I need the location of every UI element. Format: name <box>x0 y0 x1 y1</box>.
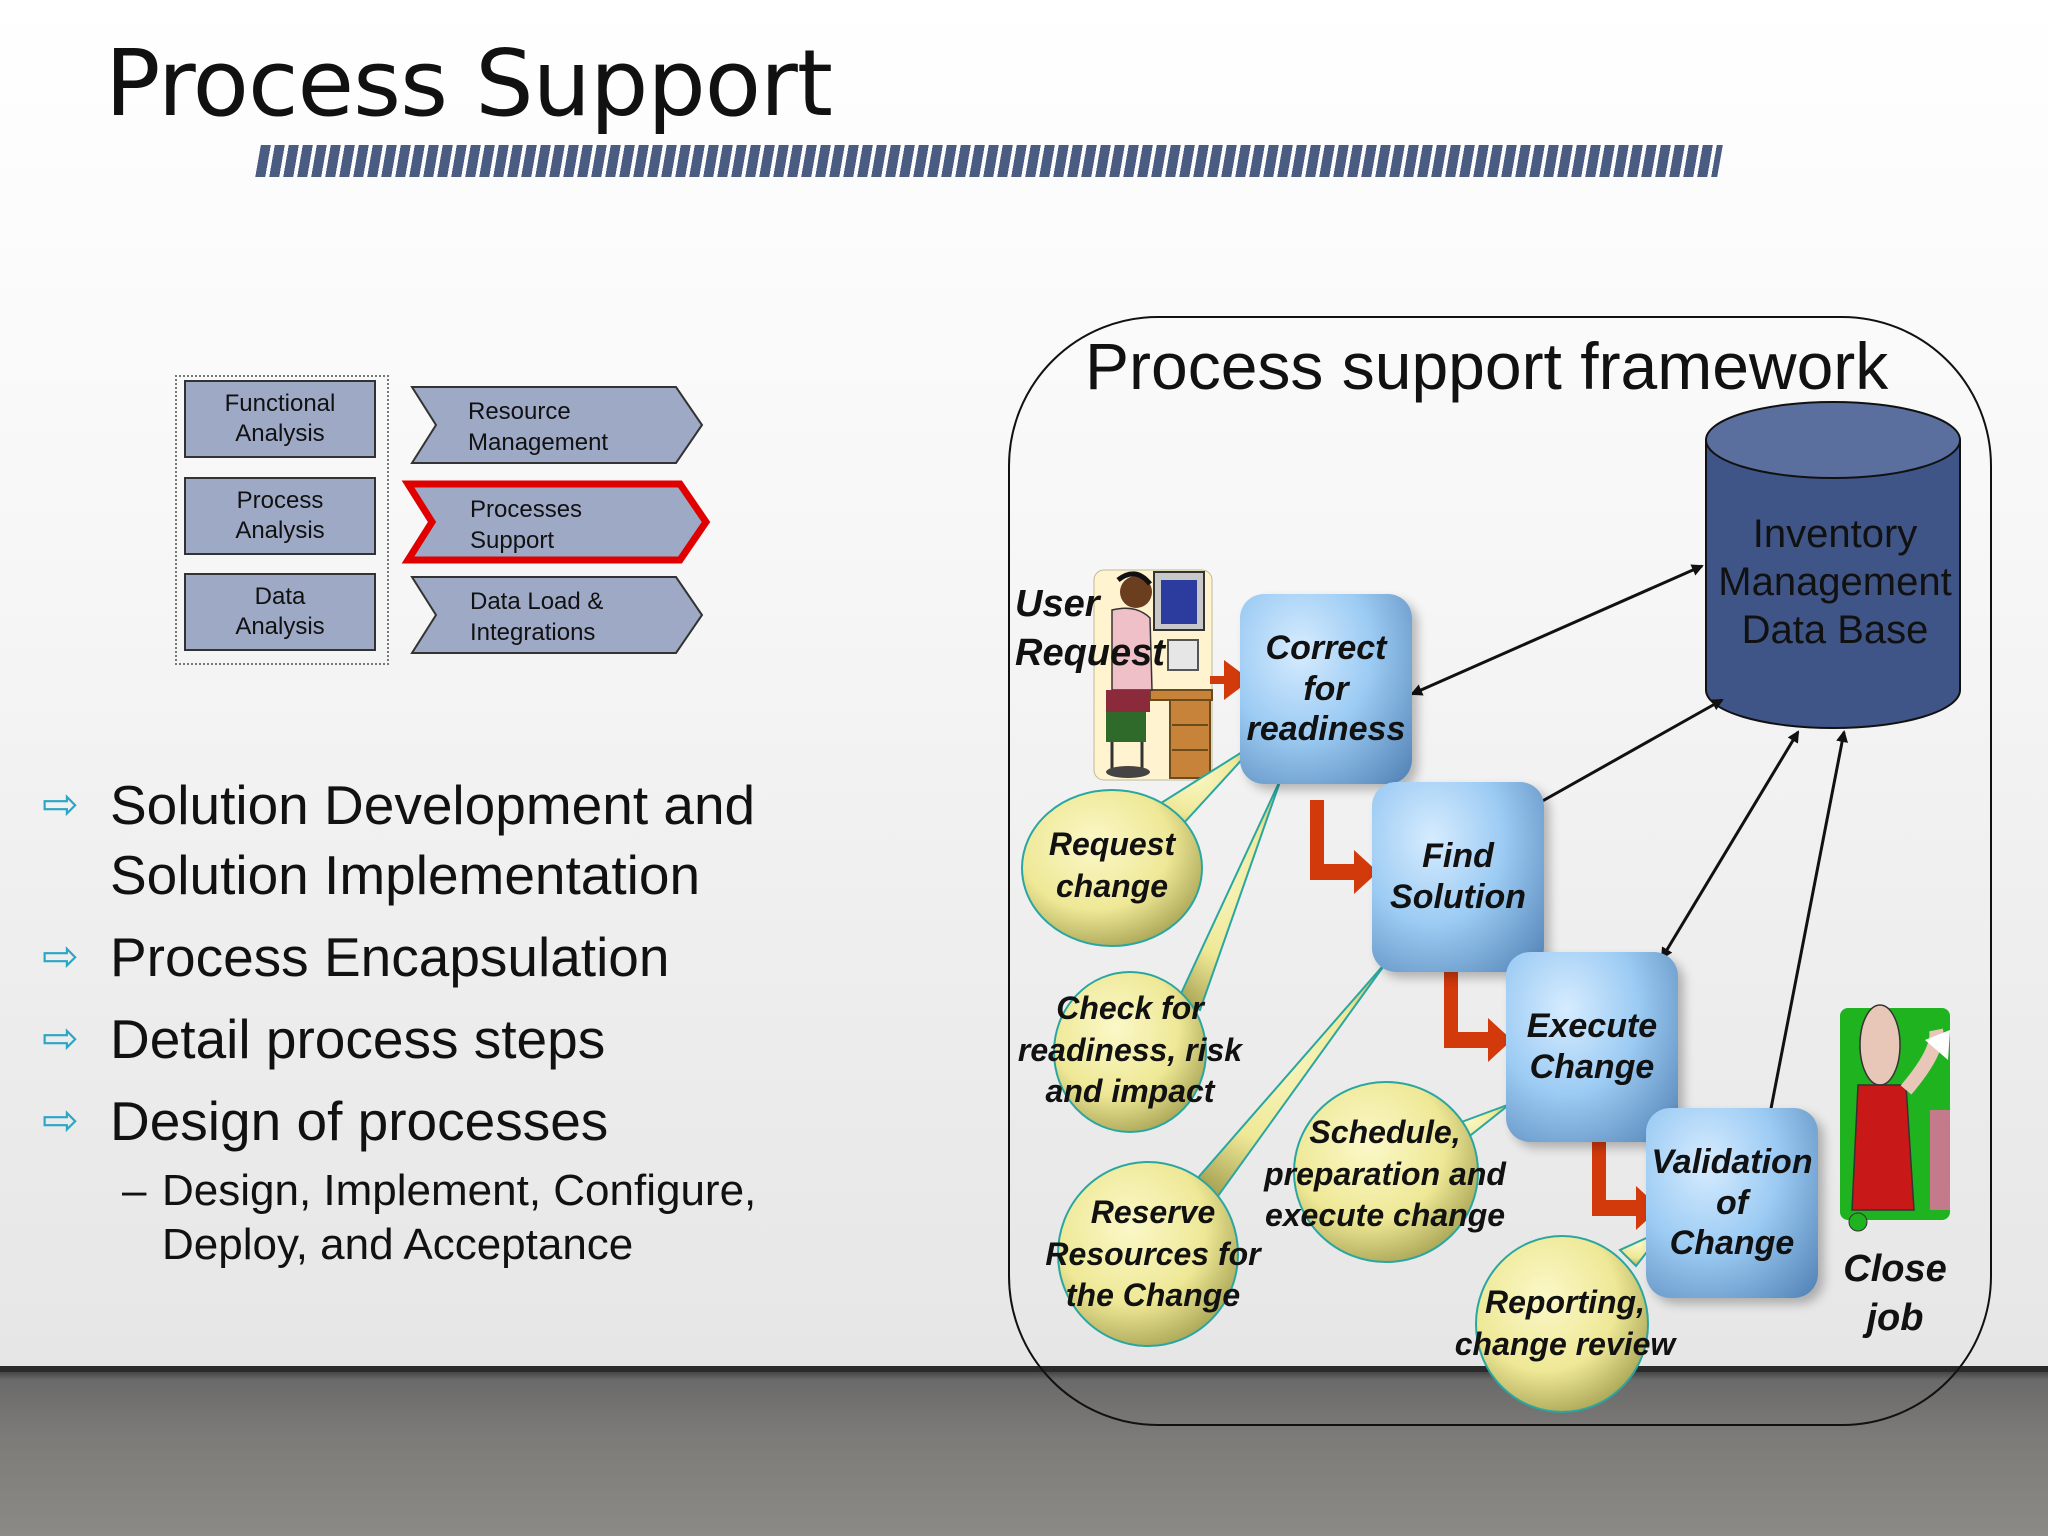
database-label: Inventory Management Data Base <box>1718 512 1952 652</box>
bullet-text: Solution Development and Solution Implem… <box>110 774 756 906</box>
chevron-processes-support[interactable] <box>401 480 711 564</box>
chevron-resource-management[interactable] <box>410 386 704 464</box>
db-link-validation <box>1764 730 1848 1126</box>
framework-panel <box>1008 316 1992 1426</box>
nav-box-data-analysis[interactable]: Data Analysis <box>184 573 376 651</box>
bubble-text-schedule: Schedule, preparation and execute change <box>1264 1114 1506 1234</box>
person-at-computer-icon <box>1093 569 1213 781</box>
floor-divider <box>0 1366 2048 1372</box>
bubble-text-check: Check for readiness, risk and impact <box>1017 990 1243 1110</box>
analysis-group-frame <box>175 375 389 665</box>
bullet-text: Design of processes <box>110 1090 609 1152</box>
user-request-label: User Request <box>1015 583 1165 674</box>
floor-background <box>0 1370 2048 1536</box>
step-correct-for-readiness: Correct for readiness <box>1240 594 1412 784</box>
step-find-solution: Find Solution <box>1372 782 1544 972</box>
chevron-label-processes-support: Processes Support <box>470 496 583 555</box>
bubble-text-reserve: Reserve Resources for the Change <box>1045 1194 1261 1314</box>
callout-bubble-schedule <box>1293 1081 1479 1263</box>
callout-bubble-check <box>1053 971 1207 1133</box>
bullet-item: ⇨ Detail process steps <box>42 1004 822 1074</box>
sub-bullet-item: – Design, Implement, Configure, Deploy, … <box>42 1164 822 1272</box>
worker-closing-job-icon <box>1840 1004 1950 1232</box>
callout-bubble-reporting <box>1475 1235 1649 1413</box>
flow-arrow-correct-to-find <box>1310 800 1378 894</box>
slide-title: Process Support <box>105 30 833 137</box>
nav-box-functional-analysis[interactable]: Functional Analysis <box>184 380 376 458</box>
nav-box-process-analysis[interactable]: Process Analysis <box>184 477 376 555</box>
flow-arrow-find-to-execute <box>1444 968 1512 1062</box>
dash-marker: – <box>122 1166 147 1215</box>
chevron-data-load-integrations[interactable] <box>410 576 704 654</box>
bullet-item: ⇨ Process Encapsulation <box>42 922 822 992</box>
sub-bullet-text: Design, Implement, Configure, Deploy, an… <box>162 1166 757 1269</box>
hollow-arrow-icon: ⇨ <box>42 1096 79 1145</box>
bubble-text-reporting: Reporting, change review <box>1454 1284 1676 1362</box>
step-validation-of-change: Validation of Change <box>1646 1108 1818 1298</box>
db-link-correct-readiness <box>1410 564 1704 696</box>
callout-bubble-request <box>1021 789 1203 947</box>
bullet-item: ⇨ Design of processes <box>42 1086 822 1156</box>
database-cylinder <box>1705 401 1961 729</box>
hollow-arrow-icon: ⇨ <box>42 1014 79 1063</box>
bullet-item: ⇨ Solution Development and Solution Impl… <box>42 770 822 910</box>
chevron-label-data-load: Data Load & Integrations <box>470 588 604 647</box>
flow-arrow-user-to-correct <box>1210 660 1251 700</box>
callout-bubble-reserve <box>1057 1161 1239 1347</box>
bullet-text: Detail process steps <box>110 1008 606 1070</box>
flow-arrow-execute-to-validation <box>1592 1136 1660 1230</box>
bullet-list: ⇨ Solution Development and Solution Impl… <box>42 770 822 1272</box>
framework-title: Process support framework <box>1085 329 1889 403</box>
hollow-arrow-icon: ⇨ <box>42 780 79 829</box>
step-execute-change: Execute Change <box>1506 952 1678 1142</box>
chevron-label-resource-management: Resource Management <box>468 398 609 457</box>
bullet-text: Process Encapsulation <box>110 926 670 988</box>
bubble-text-request: Request change <box>1048 826 1176 904</box>
db-link-execute-change <box>1660 730 1800 960</box>
close-job-label: Close job <box>1843 1248 1947 1340</box>
db-link-find-solution <box>1528 698 1724 810</box>
hollow-arrow-icon: ⇨ <box>42 932 79 981</box>
